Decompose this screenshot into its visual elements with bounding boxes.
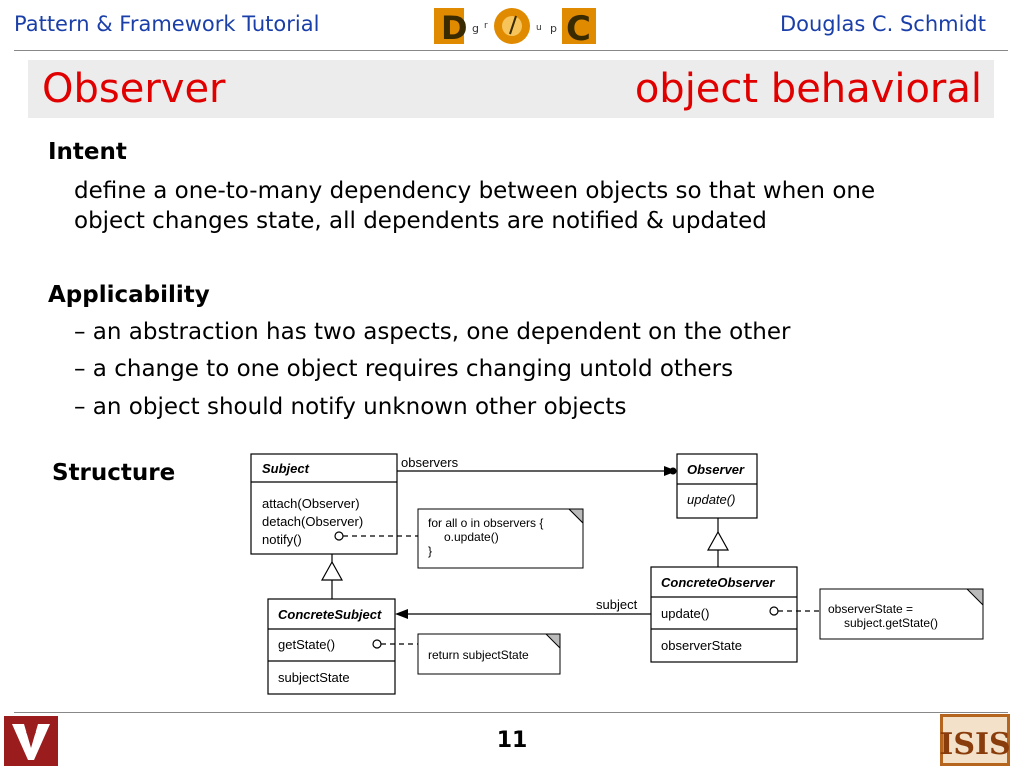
concrete-subject-method: getState() <box>278 637 335 652</box>
doc-group-logo: D g r u p C <box>434 8 596 48</box>
note-anchor-circle <box>334 531 344 541</box>
svg-text:p: p <box>550 22 557 35</box>
inheritance-triangle <box>706 530 730 551</box>
concrete-observer-method: update() <box>661 606 709 621</box>
svg-text:ISIS: ISIS <box>940 727 1010 762</box>
subject-method: attach(Observer) <box>262 496 360 511</box>
header-divider <box>14 50 1008 51</box>
intent-line-1: define a one-to-many dependency between … <box>74 178 876 204</box>
slide-title: Observer <box>42 66 226 112</box>
inheritance-triangle <box>320 560 344 581</box>
multiplicity-dot <box>669 467 677 475</box>
page-number: 11 <box>496 728 528 753</box>
footer-divider <box>14 712 1008 713</box>
note-anchor-circle <box>372 639 382 649</box>
intent-line-2: object changes state, all dependents are… <box>74 208 767 234</box>
concrete-subject-class-name: ConcreteSubject <box>278 607 382 622</box>
concrete-subject-attribute: subjectState <box>278 670 350 685</box>
applicability-bullet: – a change to one object requires changi… <box>74 356 734 382</box>
observer-class-diagram: Subject attach(Observer) detach(Observer… <box>250 453 984 695</box>
observers-role-label: observers <box>401 455 459 470</box>
slide-category: object behavioral <box>634 66 982 112</box>
note-anchor-circle <box>769 606 779 616</box>
structure-heading: Structure <box>52 460 176 486</box>
svg-text:g: g <box>472 22 479 35</box>
subject-class-name: Subject <box>262 461 310 476</box>
subject-method: detach(Observer) <box>262 514 363 529</box>
observer-method: update() <box>687 492 735 507</box>
vanderbilt-logo <box>4 716 58 766</box>
title-bar: Observer object behavioral <box>28 60 994 118</box>
svg-text:u: u <box>536 23 542 33</box>
observer-class-box: Observer update() <box>676 453 758 519</box>
isis-logo: ISIS <box>940 714 1010 766</box>
association-arrowhead <box>395 609 408 619</box>
notify-note: for all o in observers { o.update() } <box>417 508 584 569</box>
svg-text:r: r <box>484 21 488 31</box>
concrete-observer-class-name: ConcreteObserver <box>661 575 775 590</box>
applicability-heading: Applicability <box>48 282 210 308</box>
note-text: return subjectState <box>428 648 529 662</box>
header-title: Pattern & Framework Tutorial <box>14 12 320 36</box>
subject-class-box: Subject attach(Observer) detach(Observer… <box>250 453 398 555</box>
note-text: subject.getState() <box>844 616 938 630</box>
update-note: observerState = subject.getState() <box>819 588 984 640</box>
header-author: Douglas C. Schmidt <box>779 12 986 36</box>
subject-method: notify() <box>262 532 302 547</box>
concrete-observer-attribute: observerState <box>661 638 742 653</box>
intent-heading: Intent <box>48 139 127 165</box>
observer-class-name: Observer <box>687 462 745 477</box>
svg-text:D: D <box>441 9 468 47</box>
applicability-bullet: – an object should notify unknown other … <box>74 394 627 420</box>
note-text: observerState = <box>828 602 913 616</box>
subject-role-label: subject <box>596 597 638 612</box>
note-text: o.update() <box>444 530 499 544</box>
applicability-bullet: – an abstraction has two aspects, one de… <box>74 319 791 345</box>
note-text: } <box>428 544 432 558</box>
note-text: for all o in observers { <box>428 516 543 530</box>
svg-text:C: C <box>566 9 591 48</box>
getstate-note: return subjectState <box>417 633 561 675</box>
